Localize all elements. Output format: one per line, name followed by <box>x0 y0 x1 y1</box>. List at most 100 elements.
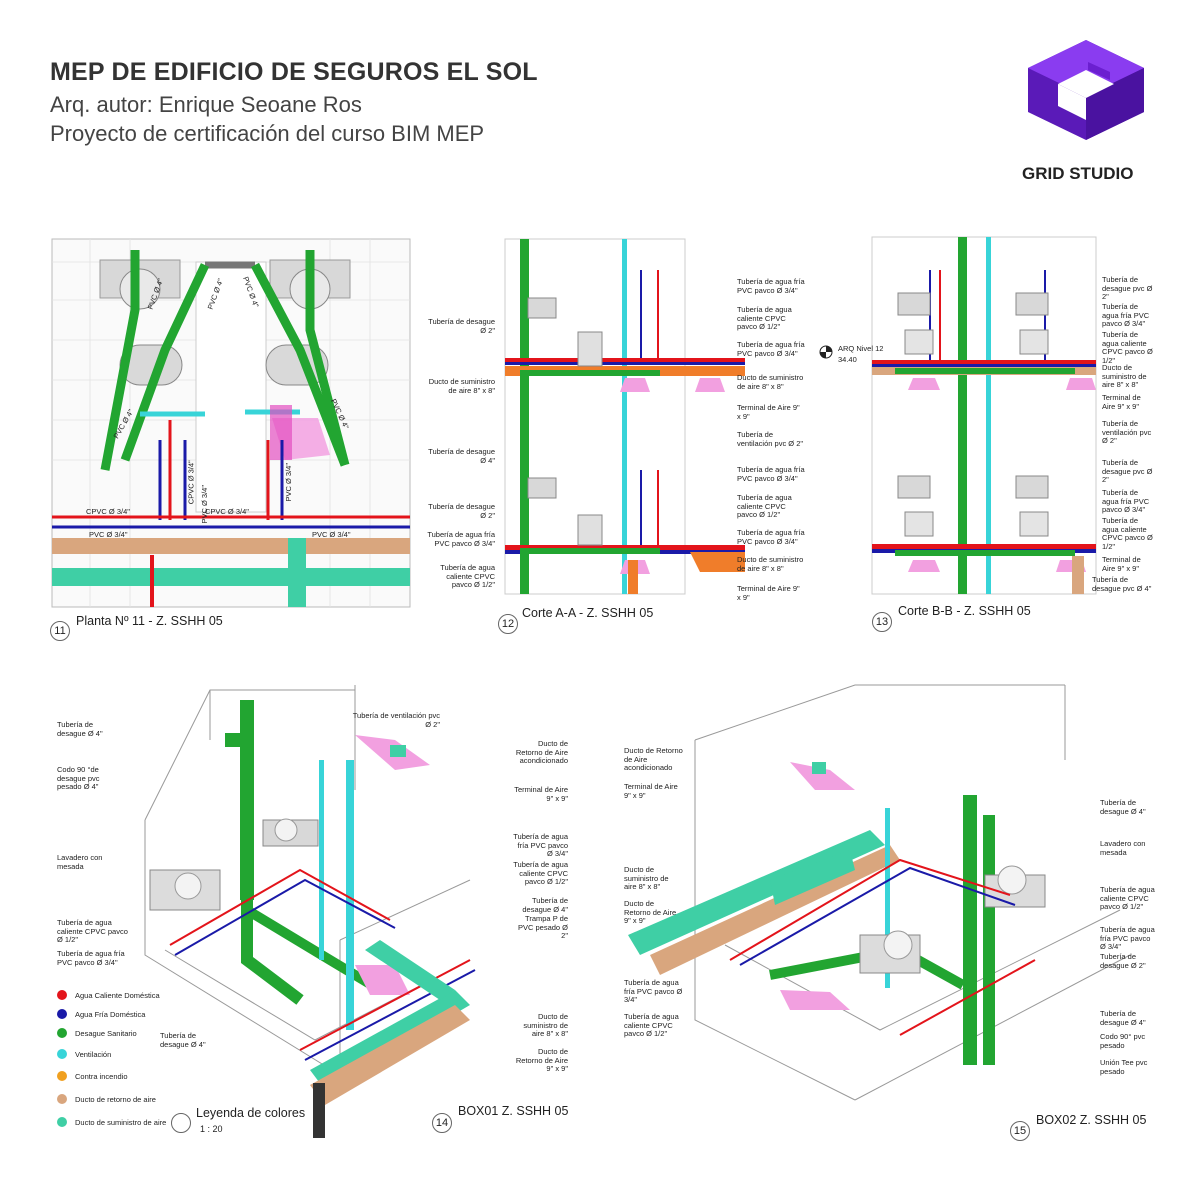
v14-label: Tubería de desague Ø 4" <box>522 896 568 914</box>
v15-label: Ducto de Retorno de Aire acondicionado <box>624 746 683 772</box>
v13-label: Terminal de Aire 9" x 9" <box>1102 555 1141 573</box>
legend-title: Leyenda de colores <box>196 1106 306 1120</box>
v13-label: Terminal de Aire 9" x 9" <box>1102 393 1141 411</box>
legend-swatch <box>57 1028 67 1038</box>
v13-label: Tubería de agua caliente CPVC pavco Ø 1/… <box>1102 330 1153 365</box>
v14-label: Tubería de ventilación pvc Ø 2" <box>352 711 440 729</box>
v14-label: Tubería de desague Ø 4" <box>57 720 103 738</box>
view-number-13: 13 <box>872 612 892 632</box>
legend-marker <box>171 1113 191 1133</box>
v12-label: Ducto de suministro de aire 8" x 8" <box>428 377 495 395</box>
v13-label: Tubería de agua caliente CPVC pavco Ø 1/… <box>1102 516 1153 551</box>
view-caption-11: Planta Nº 11 - Z. SSHH 05 <box>76 614 223 628</box>
v15-label: Codo 90° pvc pesado <box>1100 1032 1146 1050</box>
legend-swatch <box>57 1049 67 1059</box>
v12-label: Terminal de Aire 9" x 9" <box>737 584 800 602</box>
legend-label: Ventilación <box>75 1049 112 1059</box>
logo-text: GRID STUDIO <box>1022 164 1134 183</box>
v12-label: Tubería de agua caliente CPVC pavco Ø 1/… <box>737 493 792 519</box>
v12-label: Tubería de agua fría PVC pavco Ø 3/4" <box>737 340 805 358</box>
v15-label: Unión Tee pvc pesado <box>1100 1058 1148 1076</box>
legend-swatch <box>57 1117 67 1127</box>
v12-label: Tubería de ventilación pvc Ø 2" <box>737 430 804 448</box>
v14-label: Trampa P de PVC pesado Ø 2" <box>517 914 568 940</box>
page-title: MEP DE EDIFICIO DE SEGUROS EL SOL <box>50 58 538 86</box>
view-caption-15: BOX02 Z. SSHH 05 <box>1036 1113 1147 1127</box>
view-caption-13: Corte B-B - Z. SSHH 05 <box>898 604 1031 618</box>
legend-swatch <box>57 1009 67 1019</box>
view-caption-12: Corte A-A - Z. SSHH 05 <box>522 606 654 620</box>
grid-studio-logo <box>1028 40 1144 140</box>
v14-label: Tubería de agua fría PVC pavco Ø 3/4" <box>513 832 568 858</box>
v13-label: Tubería de desague pvc Ø 2" <box>1102 458 1153 484</box>
v14-label: Codo 90 °de desague pvc pesado Ø 4" <box>57 765 100 791</box>
v14-label: Tubería de agua caliente CPVC pavco Ø 1/… <box>57 918 128 944</box>
legend-item: Ducto de retorno de aire <box>57 1094 156 1104</box>
legend-label: Agua Fría Doméstica <box>75 1009 146 1019</box>
v12-label: Tubería de agua caliente CPVC pavco Ø 1/… <box>737 305 792 331</box>
legend-label: Agua Caliente Doméstica <box>75 990 160 1000</box>
v12-label: Tubería de agua fría PVC pavco Ø 3/4" <box>737 465 805 483</box>
v11-tag: CPVC Ø 3/4" <box>186 460 196 505</box>
v13-label: Tubería de desague pvc Ø 4" <box>1092 575 1152 593</box>
v13-level: ARQ Nivel 12 <box>838 344 884 353</box>
v13-label: Ducto de suministro de aire 8" x 8" <box>1102 363 1147 389</box>
v15-label: Tubería de agua fría PVC pavco Ø 3/4" <box>624 978 683 1004</box>
v12-label: Tubería de desague Ø 2" <box>428 317 495 335</box>
legend-label: Desague Sanitario <box>75 1028 137 1038</box>
legend-item: Desague Sanitario <box>57 1028 137 1038</box>
legend-item: Agua Fría Doméstica <box>57 1009 145 1019</box>
v15-label: Ducto de Retorno de Aire 9" x 9" <box>624 899 677 925</box>
v11-tag: CPVC Ø 3/4" <box>86 507 130 516</box>
v13-label: Tubería de ventilación pvc Ø 2" <box>1102 419 1152 445</box>
v14-label: Ducto de Retorno de Aire 9" x 9" <box>515 1047 568 1073</box>
v14-label: Tubería de agua fría PVC pavco Ø 3/4" <box>57 949 125 967</box>
v12-label: Tubería de agua fría PVC pavco Ø 3/4" <box>737 528 805 546</box>
v14-label: Lavadero con mesada <box>57 853 103 871</box>
v13-elevation: 34.40 <box>838 355 857 364</box>
section-view-12 <box>504 238 745 595</box>
v15-label: Tubería de agua caliente CPVC pavco Ø 1/… <box>624 1012 679 1038</box>
legend-item: Agua Caliente Doméstica <box>57 990 160 1000</box>
v12-label: Tubería de agua fría PVC pavco Ø 3/4" <box>427 530 495 548</box>
v14-label: Ducto de Retorno de Aire acondicionado <box>515 739 568 765</box>
v12-label: Tubería de desague Ø 4" <box>428 447 495 465</box>
v14-label: Tubería de desague Ø 4" <box>160 1031 206 1049</box>
v15-label: Tubería de agua fría PVC pavco Ø 3/4" <box>1100 925 1155 951</box>
legend-item: Ducto de suministro de aire <box>57 1117 166 1127</box>
v12-label: Tubería de agua fría PVC pavco Ø 3/4" <box>737 277 805 295</box>
v11-tag: PVC Ø 3/4" <box>89 530 128 539</box>
v13-label: Tubería de agua fría PVC pavco Ø 3/4" <box>1102 488 1150 514</box>
legend-swatch <box>57 1094 67 1104</box>
v14-label: Ducto de suministro de aire 8" x 8" <box>523 1012 568 1038</box>
legend-label: Ducto de suministro de aire <box>75 1117 167 1127</box>
v15-label: Ducto de suministro de aire 8" x 8" <box>624 865 669 891</box>
v12-label: Tubería de agua caliente CPVC pavco Ø 1/… <box>440 563 495 589</box>
legend-label: Ducto de retorno de aire <box>75 1094 156 1104</box>
project-line: Proyecto de certificación del curso BIM … <box>50 121 485 146</box>
author-line: Arq. autor: Enrique Seoane Ros <box>50 92 362 117</box>
v14-label: Terminal de Aire 9" x 9" <box>514 785 568 803</box>
legend-item: Ventilación <box>57 1049 111 1059</box>
view-number-14: 14 <box>432 1113 452 1133</box>
plan-view-11 <box>51 238 411 608</box>
v15-label: Tubería de desague Ø 4" <box>1100 798 1146 816</box>
v11-tag: CPVC Ø 3/4" <box>205 507 249 516</box>
v15-label: Tubería de agua caliente CPVC pavco Ø 1/… <box>1100 885 1155 911</box>
v12-label: Ducto de suministro de aire 8" x 8" <box>737 373 804 391</box>
iso-view-15 <box>628 684 1131 1101</box>
legend-scale: 1 : 20 <box>200 1124 223 1134</box>
v12-label: Tubería de desague Ø 2" <box>428 502 495 520</box>
legend-item: Contra incendio <box>57 1071 128 1081</box>
v13-label: Tubería de agua fría PVC pavco Ø 3/4" <box>1102 302 1150 328</box>
v15-label: Terminal de Aire 9" x 9" <box>624 782 678 800</box>
v13-label: Tubería de desague pvc Ø 2" <box>1102 275 1153 301</box>
section-view-13 <box>819 236 1097 595</box>
legend-swatch <box>57 990 67 1000</box>
v15-label: Tubería de desague Ø 4" <box>1100 1009 1146 1027</box>
v11-tag: PVC Ø 3/4" <box>200 484 210 524</box>
legend-swatch <box>57 1071 67 1081</box>
iso-view-14 <box>144 685 476 1138</box>
v11-tag: PVC Ø 3/4" <box>312 530 351 539</box>
